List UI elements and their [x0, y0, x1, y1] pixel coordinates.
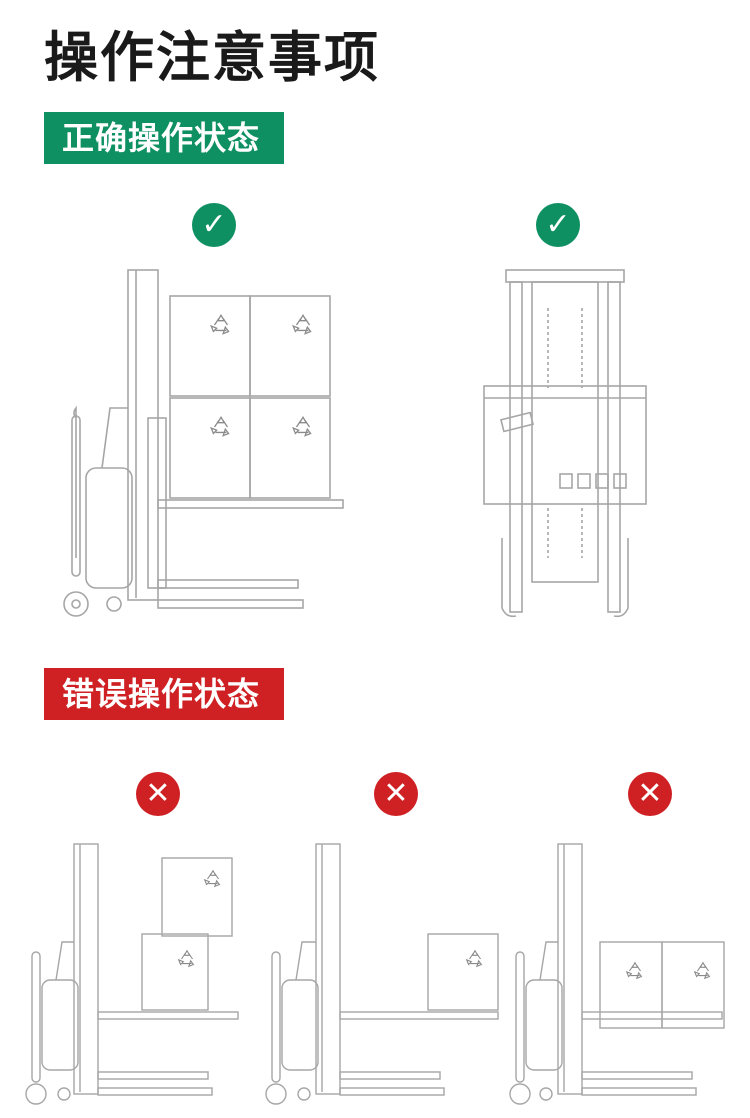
stacker-side-view-correct [58, 268, 358, 628]
stacker-wrong-uneven-stack [22, 842, 247, 1107]
stacker-wrong-oversized-load [509, 842, 734, 1107]
correct-section-label: 正确操作状态 [44, 112, 284, 164]
check-mark-icon: ✓ [192, 203, 236, 247]
check-mark-icon: ✓ [536, 203, 580, 247]
cross-mark-icon: ✕ [136, 772, 180, 816]
stacker-wrong-load-at-fork-tip [265, 842, 501, 1107]
stacker-front-view-correct [480, 268, 650, 628]
cross-mark-icon: ✕ [628, 772, 672, 816]
cross-mark-icon: ✕ [374, 772, 418, 816]
incorrect-section-label: 错误操作状态 [44, 668, 284, 720]
page-title: 操作注意事项 [44, 26, 380, 89]
